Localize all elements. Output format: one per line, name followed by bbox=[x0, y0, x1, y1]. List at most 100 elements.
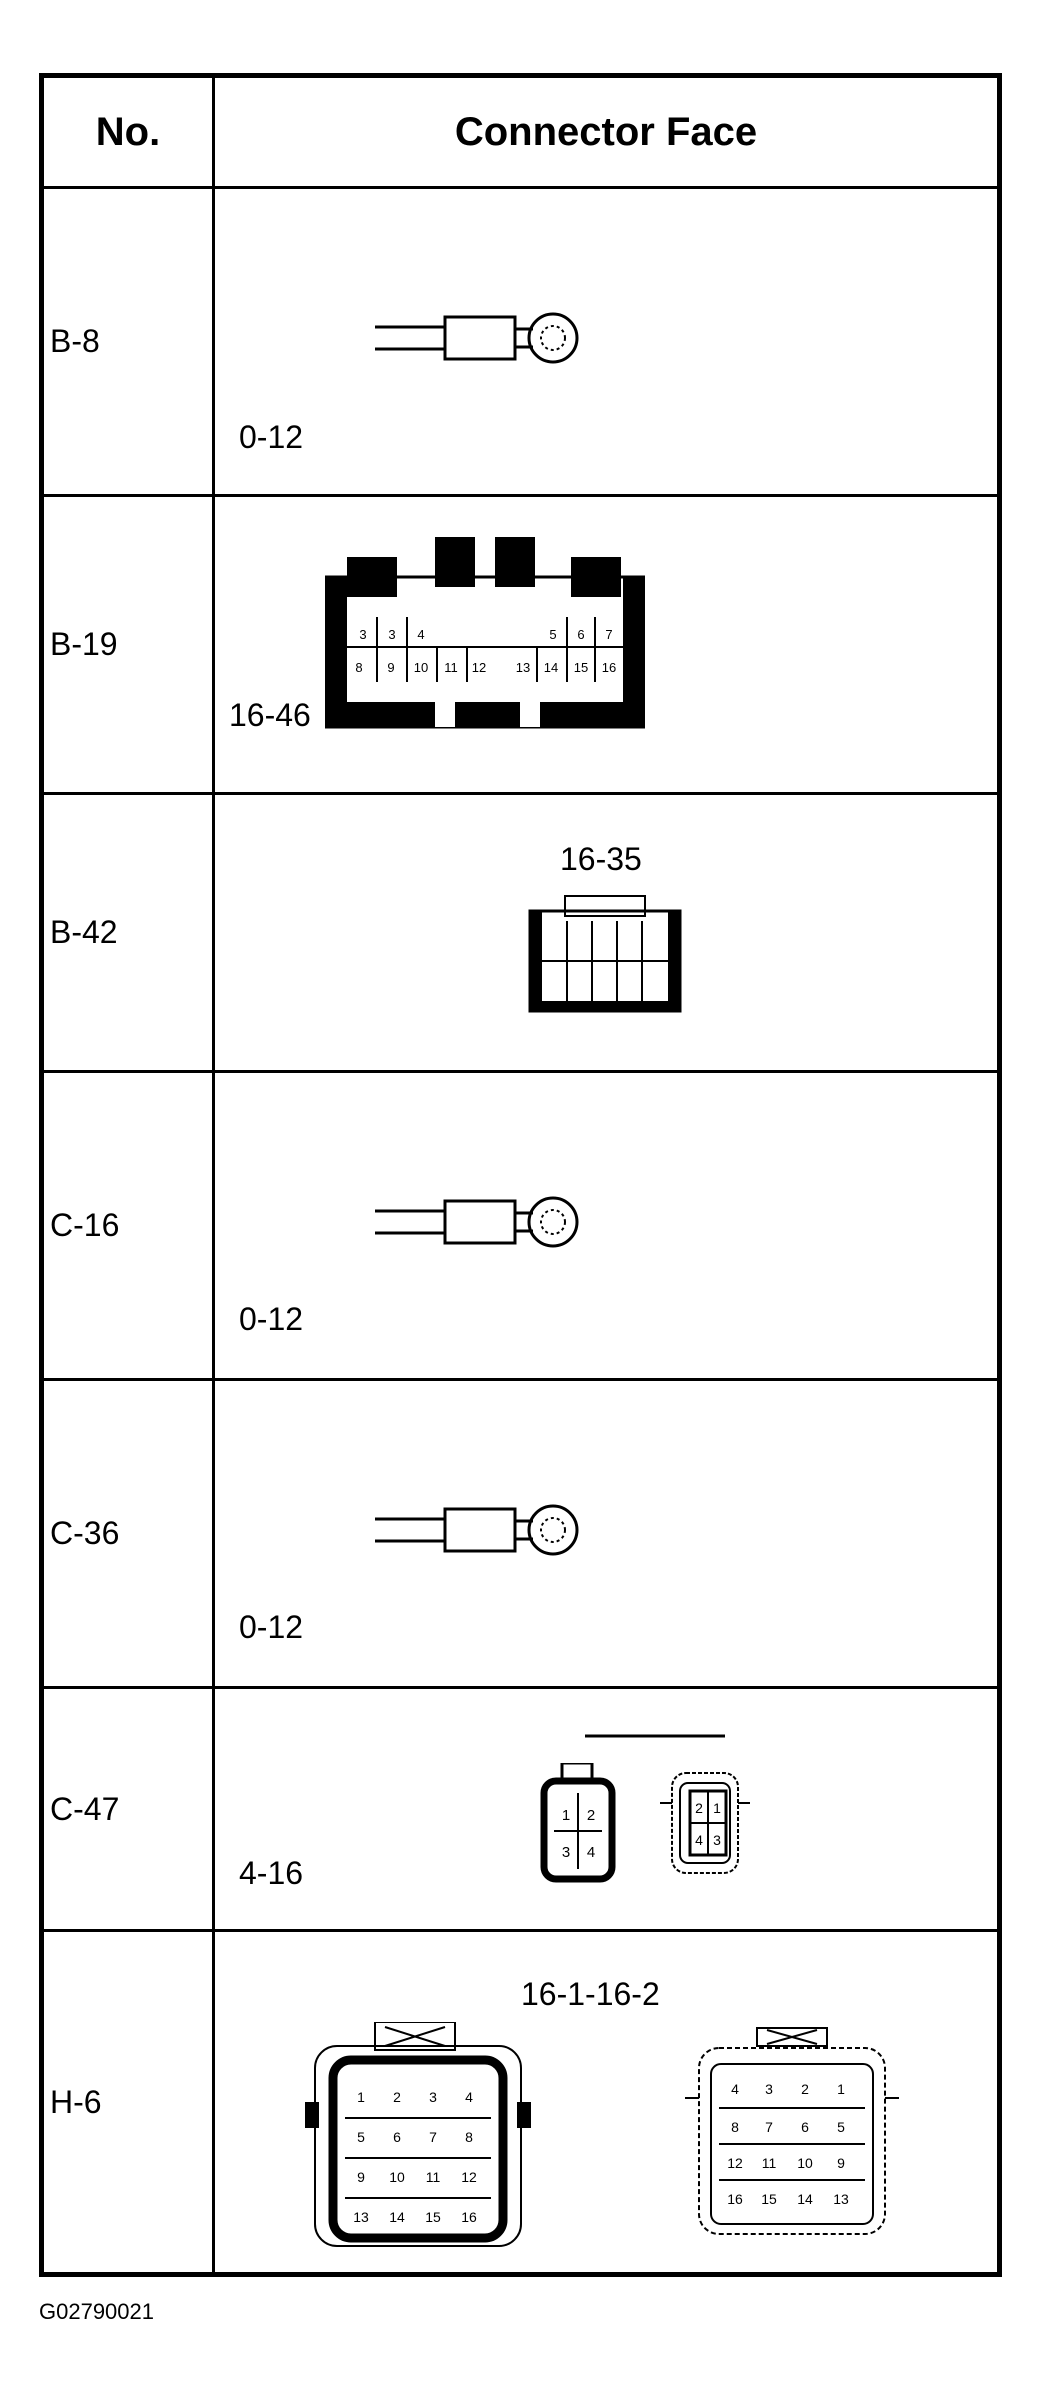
pin-numbers: 3 3 4 5 6 7 8 9 10 11 12 13 14 15 bbox=[355, 627, 616, 675]
svg-text:16: 16 bbox=[461, 2209, 477, 2225]
connector-16pin-female-icon: 4 3 2 1 8 7 6 5 12 11 10 9 16 15 bbox=[685, 2027, 899, 2235]
svg-text:14: 14 bbox=[544, 660, 558, 675]
svg-text:15: 15 bbox=[574, 660, 588, 675]
figure-code: G02790021 bbox=[39, 2299, 154, 2324]
wire-range-label: 0-12 bbox=[239, 419, 304, 455]
svg-text:14: 14 bbox=[389, 2209, 405, 2225]
connector-20pin-icon: 3 3 4 5 6 7 8 9 10 11 12 13 14 15 bbox=[325, 537, 645, 729]
row-no: C-36 bbox=[40, 1378, 215, 1689]
svg-text:13: 13 bbox=[516, 660, 530, 675]
header-connector-face: Connector Face bbox=[212, 74, 1001, 189]
ring-terminal-icon bbox=[375, 1196, 579, 1248]
svg-text:7: 7 bbox=[605, 627, 612, 642]
wire-range-label: 16-1-16-2 bbox=[521, 1976, 660, 2012]
connector-face-cell: 1 2 3 4 2 1 bbox=[212, 1686, 1001, 1932]
svg-text:6: 6 bbox=[393, 2129, 401, 2145]
svg-text:9: 9 bbox=[387, 660, 394, 675]
table-row: C-36 0-12 bbox=[40, 1378, 1001, 1689]
svg-text:11: 11 bbox=[426, 2169, 441, 2185]
table-row: B-8 0-12 bbox=[40, 186, 1001, 497]
svg-text:9: 9 bbox=[837, 2155, 845, 2171]
svg-text:4: 4 bbox=[465, 2089, 473, 2105]
pin-numbers: 1 2 3 4 5 6 7 8 9 10 11 12 13 14 bbox=[353, 2089, 477, 2225]
connector-face-cell: 0-12 bbox=[212, 1378, 1001, 1689]
row-no: H-6 bbox=[40, 1929, 215, 2276]
connector-face-cell: 16-35 bbox=[212, 792, 1001, 1073]
svg-text:5: 5 bbox=[357, 2129, 365, 2145]
svg-text:2: 2 bbox=[393, 2089, 401, 2105]
svg-text:4: 4 bbox=[695, 1832, 703, 1848]
table-row: B-42 16-35 bbox=[40, 792, 1001, 1073]
row-no: B-8 bbox=[40, 186, 215, 497]
svg-text:3: 3 bbox=[562, 1844, 570, 1861]
title-rule-line bbox=[585, 1734, 725, 1738]
svg-text:16: 16 bbox=[602, 660, 616, 675]
svg-text:13: 13 bbox=[833, 2191, 849, 2207]
svg-text:7: 7 bbox=[429, 2129, 437, 2145]
svg-text:8: 8 bbox=[465, 2129, 473, 2145]
connector-4pin-male-icon: 1 2 3 4 bbox=[540, 1763, 616, 1883]
connector-table: No. Connector Face B-8 0-12 B-19 bbox=[39, 73, 1002, 2277]
connector-table-sheet: No. Connector Face B-8 0-12 B-19 bbox=[39, 73, 1002, 2277]
svg-text:11: 11 bbox=[762, 2155, 777, 2171]
svg-text:15: 15 bbox=[425, 2209, 441, 2225]
svg-text:4: 4 bbox=[587, 1844, 595, 1861]
header-no: No. bbox=[40, 74, 215, 189]
svg-text:12: 12 bbox=[461, 2169, 477, 2185]
table-row: C-16 0-12 bbox=[40, 1070, 1001, 1381]
svg-text:5: 5 bbox=[837, 2119, 845, 2135]
svg-text:8: 8 bbox=[731, 2119, 739, 2135]
svg-text:2: 2 bbox=[801, 2081, 809, 2097]
pin-numbers: 2 1 4 3 bbox=[695, 1800, 721, 1848]
wire-range-label: 16-46 bbox=[229, 697, 311, 733]
connector-10pin-icon bbox=[528, 895, 682, 1013]
svg-text:3: 3 bbox=[359, 627, 366, 642]
svg-text:4: 4 bbox=[731, 2081, 739, 2097]
svg-text:3: 3 bbox=[429, 2089, 437, 2105]
table-row: B-19 bbox=[40, 494, 1001, 795]
pin-numbers: 4 3 2 1 8 7 6 5 12 11 10 9 16 15 bbox=[727, 2081, 849, 2207]
svg-text:5: 5 bbox=[549, 627, 556, 642]
svg-text:12: 12 bbox=[472, 660, 486, 675]
ring-terminal-icon bbox=[375, 1504, 579, 1556]
table-row: C-47 1 2 3 4 bbox=[40, 1686, 1001, 1932]
row-no: B-19 bbox=[40, 494, 215, 795]
connector-face-cell: 3 3 4 5 6 7 8 9 10 11 12 13 14 15 bbox=[212, 494, 1001, 795]
svg-text:3: 3 bbox=[765, 2081, 773, 2097]
ring-terminal-icon bbox=[375, 312, 579, 364]
wire-range-label: 0-12 bbox=[239, 1301, 304, 1337]
svg-text:15: 15 bbox=[761, 2191, 777, 2207]
wire-range-label: 4-16 bbox=[239, 1855, 304, 1891]
svg-text:10: 10 bbox=[797, 2155, 813, 2171]
wire-range-label: 0-12 bbox=[239, 1609, 304, 1645]
svg-text:7: 7 bbox=[765, 2119, 773, 2135]
svg-text:10: 10 bbox=[414, 660, 428, 675]
svg-text:1: 1 bbox=[837, 2081, 845, 2097]
svg-text:6: 6 bbox=[577, 627, 584, 642]
svg-text:4: 4 bbox=[417, 627, 424, 642]
row-no: C-16 bbox=[40, 1070, 215, 1381]
row-no: C-47 bbox=[40, 1686, 215, 1932]
connector-4pin-female-icon: 2 1 4 3 bbox=[660, 1772, 750, 1874]
svg-text:1: 1 bbox=[357, 2089, 365, 2105]
row-no: B-42 bbox=[40, 792, 215, 1073]
svg-text:8: 8 bbox=[355, 660, 362, 675]
svg-text:10: 10 bbox=[389, 2169, 405, 2185]
connector-face-cell: 16-1-16-2 1 2 3 bbox=[212, 1929, 1001, 2276]
svg-text:2: 2 bbox=[587, 1807, 595, 1824]
svg-text:16: 16 bbox=[727, 2191, 743, 2207]
svg-text:12: 12 bbox=[727, 2155, 743, 2171]
svg-text:3: 3 bbox=[388, 627, 395, 642]
table-header-row: No. Connector Face bbox=[40, 74, 1001, 189]
svg-text:3: 3 bbox=[713, 1832, 721, 1848]
connector-face-cell: 0-12 bbox=[212, 1070, 1001, 1381]
pin-numbers: 1 2 3 4 bbox=[562, 1807, 595, 1861]
connector-16pin-male-icon: 1 2 3 4 5 6 7 8 9 10 11 12 13 14 bbox=[305, 2022, 531, 2247]
svg-text:11: 11 bbox=[444, 660, 458, 675]
table-row: H-6 16-1-16-2 1 bbox=[40, 1929, 1001, 2276]
svg-text:1: 1 bbox=[713, 1800, 721, 1816]
wire-range-label: 16-35 bbox=[560, 841, 642, 877]
svg-text:1: 1 bbox=[562, 1807, 570, 1824]
svg-text:14: 14 bbox=[797, 2191, 813, 2207]
connector-face-cell: 0-12 bbox=[212, 186, 1001, 497]
